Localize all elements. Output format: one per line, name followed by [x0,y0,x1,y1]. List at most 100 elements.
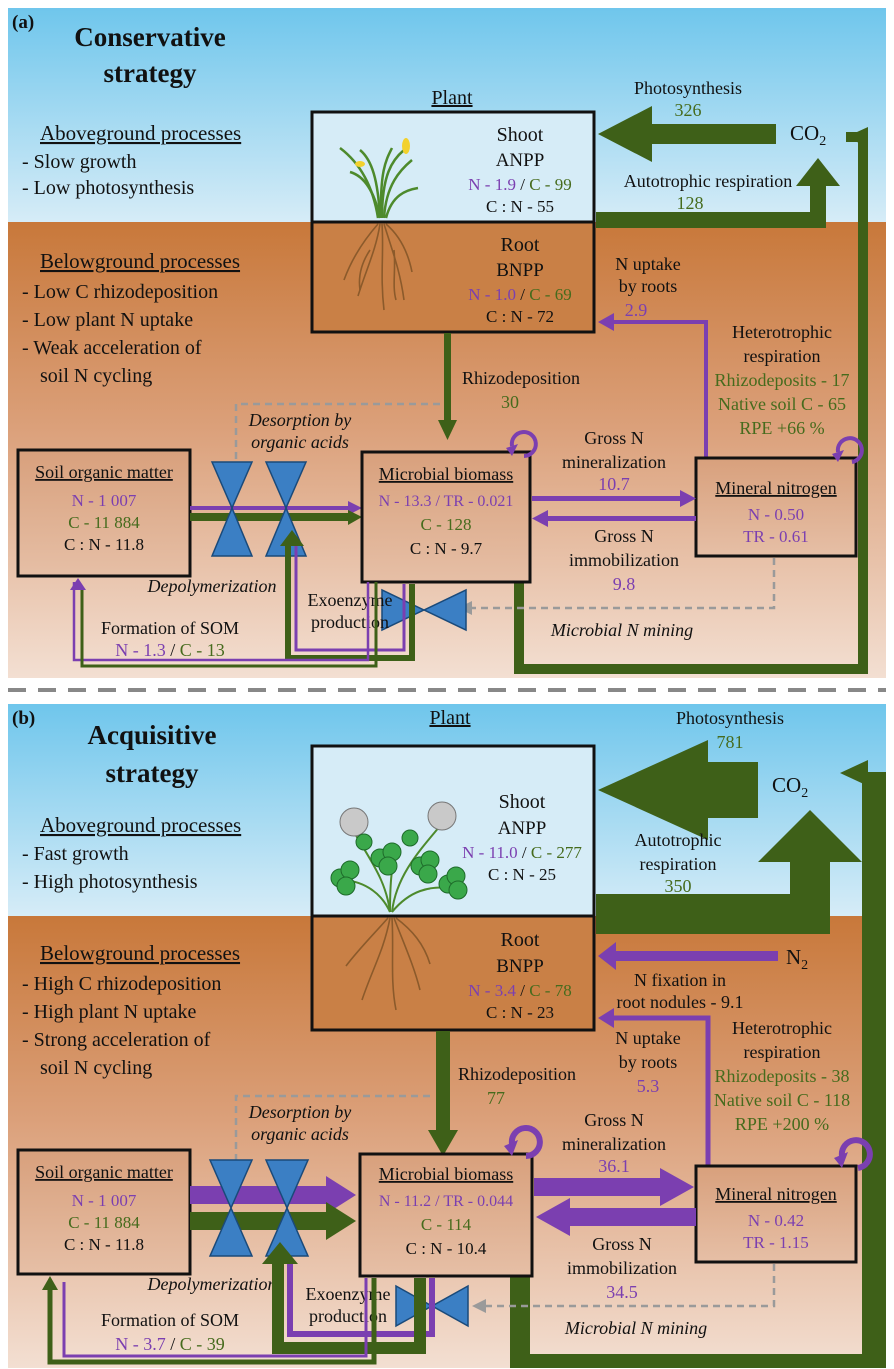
autotrophic-respiration-value: 350 [665,876,692,896]
n-fixation-label: N fixation in [634,970,726,990]
exoenzyme-c-loop [285,542,415,661]
n-uptake-line [612,1015,711,1166]
enzyme-valve-icon [264,1159,310,1257]
microbial-c: C - 128 [421,515,472,534]
photosynthesis-label: Photosynthesis [676,708,784,728]
root-box [310,914,596,1032]
microbial-c: C - 114 [421,1215,472,1234]
heterotrophic-label-2: respiration [744,346,821,366]
heterotrophic-label-2: respiration [744,1042,821,1062]
shoot-title: Shoot [499,791,546,813]
som-n: N - 1 007 [72,1191,137,1210]
exoenzyme-c-loop [272,1262,426,1354]
autotrophic-respiration-label-2: respiration [640,854,717,874]
gross-mineralization-label-2: mineralization [562,452,666,472]
microbial-biomass-box [360,450,532,584]
root-subtitle: BNPP [496,956,544,977]
heterotrophic-respiration-arrowhead [840,760,868,786]
depolymerization-n-arrow [190,506,350,510]
desorption-dashed-arrow [234,402,440,476]
microbial-n-mining-dashed-arrow [470,558,776,610]
shoot-nc-values: N - 1.9 / C - 99 [468,175,571,194]
root-subtitle: BNPP [496,260,544,281]
mining-arrowhead [472,1299,486,1313]
n-fixation-arrowhead [598,942,616,970]
formation-som-n-line [72,582,370,662]
photosynthesis-arrow [598,740,758,840]
shoot-subtitle: ANPP [498,818,547,839]
n-fixation-arrow [614,951,778,961]
enzyme-valve-icon [210,461,254,557]
mineral-turnover-loop-icon [832,436,864,464]
formation-som-c-line [47,1278,377,1365]
mineral-n: N - 0.50 [748,505,804,524]
rhizodeposition-arrow [444,333,451,423]
microbial-n-mining-label: Microbial N mining [550,620,693,640]
n-uptake-arrowhead [598,1008,614,1028]
rhizodeposition-arrow [436,1031,450,1133]
belowground-item: - Strong acceleration of [22,1029,211,1051]
strategy-title: Acquisitive [87,720,216,750]
n2-label: N2 [786,945,808,973]
n-uptake-label: N uptake [615,254,680,274]
flower-icon [402,138,410,154]
panel-b: (b) Acquisitive strategy Aboveground pro… [8,704,886,1368]
belowground-heading: Belowground processes [40,249,240,273]
aboveground-heading: Aboveground processes [40,813,241,837]
formation-som-label: Formation of SOM [101,618,239,638]
mineral-turnover-loop-icon [834,1137,873,1171]
gross-mineralization-value: 36.1 [598,1156,630,1176]
formation-som-label: Formation of SOM [101,1310,239,1330]
co2-label: CO2 [772,773,808,801]
exoenzyme-arrowhead [262,1242,298,1264]
som-cn: C : N - 11.8 [64,535,144,554]
heterotrophic-rhizodeposits: Rhizodeposits - 17 [715,370,850,390]
belowground-item: - Low plant N uptake [22,309,193,331]
formation-som-c-line [80,582,378,668]
root-title: Root [501,929,540,951]
roots-icon [343,223,413,311]
som-c: C - 11 884 [68,513,140,532]
som-title: Soil organic matter [35,1162,173,1182]
desorption-label-2: organic acids [251,432,349,452]
photosynthesis-value: 326 [675,100,702,120]
desorption-label: Desorption by [248,1102,352,1122]
co2-label: CO2 [790,121,826,149]
photosynthesis-arrow [598,106,776,162]
root-cn-ratio: C : N - 72 [486,307,554,326]
belowground-item: - Weak acceleration of [22,337,202,359]
gross-immobilization-arrow [566,1208,696,1226]
root-cn-ratio: C : N - 23 [486,1003,554,1022]
aboveground-item: - Slow growth [22,151,136,173]
autotrophic-respiration-arrow [596,810,862,934]
exoenzyme-n-loop [294,542,406,652]
microbial-cn: C : N - 9.7 [410,539,483,558]
strategy-title: strategy [106,758,199,788]
heterotrophic-native-soil: Native soil C - 118 [714,1090,850,1110]
mineral-nitrogen-box [694,456,858,558]
microbial-n-tr: N - 11.2 / TR - 0.044 [379,1193,513,1210]
heterotrophic-rhizodeposits: Rhizodeposits - 38 [715,1066,850,1086]
flower-icon [355,161,365,167]
microbial-n-tr: N - 13.3 / TR - 0.021 [379,493,514,510]
formation-som-arrowhead [42,1276,58,1290]
formation-som-arrowhead [70,578,86,590]
n-uptake-arrowhead [598,313,614,331]
gross-immobilization-arrowhead [532,510,548,527]
depolymerization-n-arrowhead [348,501,362,515]
depolymerization-c-arrowhead [326,1202,356,1240]
belowground-heading: Belowground processes [40,941,240,965]
gross-mineralization-label-2: mineralization [562,1134,666,1154]
microbial-biomass-box [358,1152,534,1278]
formation-som-values: N - 1.3 / C - 13 [115,640,225,660]
microbial-turnover-loop-icon [506,430,538,458]
gross-mineralization-arrow [532,496,682,501]
gross-mineralization-arrowhead [680,490,696,507]
desorption-dashed-arrow [234,1094,430,1168]
som-cn: C : N - 11.8 [64,1235,144,1254]
desorption-label: Desorption by [248,410,352,430]
gross-immobilization-arrowhead [536,1198,570,1236]
panel-tag: (a) [12,12,34,33]
grass-plant-icon [339,147,419,219]
